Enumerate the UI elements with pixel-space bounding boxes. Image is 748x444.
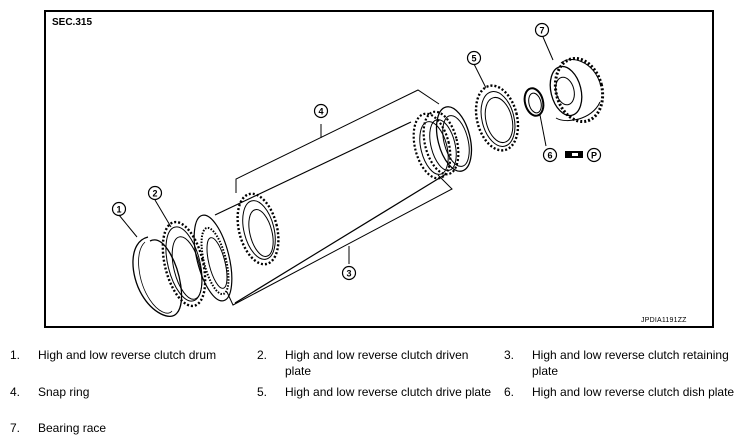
callout-circle-1 <box>111 201 127 217</box>
petroleum-jelly-letter: P <box>591 151 597 161</box>
petroleum-jelly-icon <box>586 147 602 163</box>
callout-6: 6 <box>547 151 552 161</box>
drive-plate-part-5 <box>473 63 520 152</box>
callout-circle-2 <box>147 185 163 201</box>
legend-text: High and low reverse clutch driven plate <box>285 348 469 378</box>
bracket-4 <box>235 89 440 193</box>
figure-code: JPDIA1191ZZ <box>641 317 687 324</box>
legend-text: High and low reverse clutch retaining pl… <box>532 348 729 378</box>
callout-5: 5 <box>471 54 476 64</box>
legend-text: High and low reverse clutch dish plate <box>532 385 735 399</box>
legend-number: 7. <box>10 421 21 435</box>
bracket-3 <box>226 174 453 306</box>
callout-circle-4 <box>313 103 329 119</box>
callout-7: 7 <box>539 26 544 36</box>
legend-number: 3. <box>504 348 515 362</box>
snap-ring-part-1 <box>118 214 183 318</box>
driven-plate-part-2 <box>154 199 207 308</box>
legend-text: High and low reverse clutch drum <box>38 348 217 362</box>
callout-4: 4 <box>318 107 323 117</box>
legend-number: 6. <box>504 385 515 399</box>
clutch-drum-part-3 <box>193 121 447 304</box>
callout-3: 3 <box>346 269 351 279</box>
section-label: SEC.315 <box>52 17 93 28</box>
callout-circle-7 <box>534 22 550 38</box>
callout-circle-6 <box>542 147 558 163</box>
callout-circle-5 <box>466 50 482 66</box>
dish-plate-part-6 <box>523 87 547 147</box>
legend-text: Snap ring <box>38 385 90 399</box>
legend-number: 1. <box>10 348 21 362</box>
legend-text: Bearing race <box>38 421 107 435</box>
callout-2: 2 <box>152 189 157 199</box>
legend-text: High and low reverse clutch drive plate <box>285 385 492 399</box>
diagram-frame <box>44 10 714 328</box>
bearing-race-part-7 <box>542 36 605 124</box>
callout-1: 1 <box>116 205 121 215</box>
callout-circle-3 <box>341 265 357 281</box>
legend-number: 4. <box>10 385 21 399</box>
fluid-icon <box>565 151 583 158</box>
legend-number: 2. <box>257 348 268 362</box>
legend-number: 5. <box>257 385 268 399</box>
plate-pack <box>412 106 473 180</box>
